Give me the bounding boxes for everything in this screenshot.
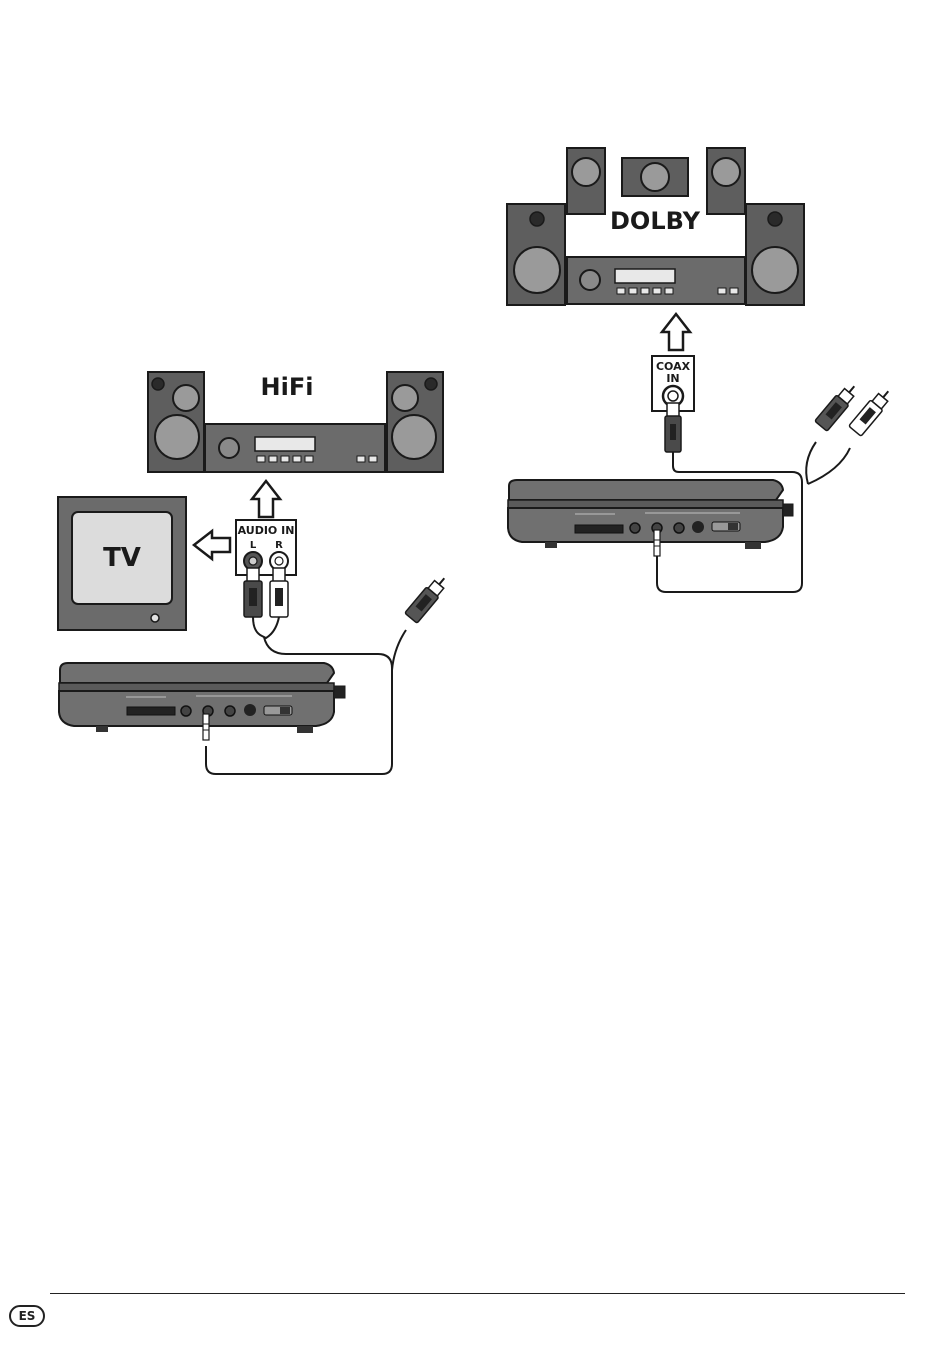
language-code: ES [19,1309,36,1323]
hifi-left-speaker [148,372,204,472]
rca-plug-right-icon [270,568,288,617]
dolby-label: DOLBY [610,207,701,235]
coax-plug-icon [665,403,681,452]
audio-left-label: L [250,540,257,551]
rear-right-speaker [707,148,745,214]
rear-left-speaker [567,148,605,214]
footer-divider [50,1293,905,1294]
dolby-receiver [567,257,745,304]
rca-plug-left-icon [244,568,262,617]
front-left-speaker [507,204,565,305]
hifi-label: HiFi [261,373,314,401]
language-badge: ES [9,1305,45,1327]
coax-label-line2: IN [666,372,679,385]
audio-in-jacks: AUDIO IN L R [236,520,296,575]
arrow-left-icon [194,531,230,559]
hifi-receiver [205,424,385,472]
rca-plug-video-icon [405,573,451,623]
center-speaker [622,158,688,196]
audio-in-label: AUDIO IN [238,524,295,537]
hifi-system: HiFi [148,372,443,472]
arrow-up-icon [662,314,690,350]
dvd-player-right [508,480,793,556]
rca-plug-pair-icon [815,381,895,436]
hifi-right-speaker [387,372,443,472]
audio-right-label: R [275,540,283,551]
dvd-player-left [59,663,345,740]
arrow-up-icon [252,481,280,517]
dolby-system: DOLBY [507,148,804,305]
front-right-speaker [746,204,804,305]
tv-label: TV [103,543,141,573]
tv-set: TV [58,497,186,630]
